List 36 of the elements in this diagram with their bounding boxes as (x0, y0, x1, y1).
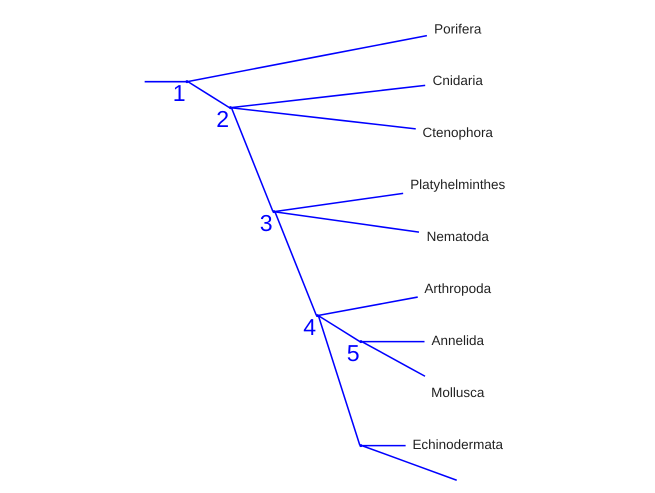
node-circle (358, 340, 362, 344)
node-text: Porifera (434, 21, 481, 36)
node-label: 2 (216, 106, 229, 132)
node-text: Ctenophora (422, 125, 492, 140)
connector (318, 315, 360, 342)
node-circle (272, 210, 275, 214)
connector (362, 340, 424, 342)
connector (274, 192, 403, 212)
connector (361, 341, 425, 377)
node-circle (315, 314, 318, 318)
node-label: 4 (302, 314, 316, 340)
node-text: Mollusca (430, 385, 484, 400)
connector (317, 316, 360, 446)
connector (362, 444, 406, 446)
node-label: 1 (172, 80, 186, 106)
connector (231, 84, 425, 108)
connector (318, 296, 418, 316)
node-text: Arthropoda (424, 281, 491, 296)
node-point (358, 444, 362, 448)
connector (144, 80, 186, 82)
connector (274, 212, 317, 316)
connector (230, 108, 274, 212)
connector (231, 107, 416, 130)
node-text: Platyhelminthes (410, 177, 505, 192)
connector (274, 211, 419, 233)
node-text: Nematoda (426, 229, 488, 244)
node-circle (228, 106, 232, 110)
connector (361, 445, 456, 481)
connector (187, 81, 230, 108)
node-label: 5 (346, 340, 360, 366)
node-label: 3 (259, 210, 272, 236)
node-text: Echinodermata (412, 437, 503, 452)
node-circle (184, 80, 188, 84)
node-text: Cnidaria (432, 73, 482, 88)
connector (188, 34, 427, 82)
node-text: Annelida (431, 333, 484, 348)
